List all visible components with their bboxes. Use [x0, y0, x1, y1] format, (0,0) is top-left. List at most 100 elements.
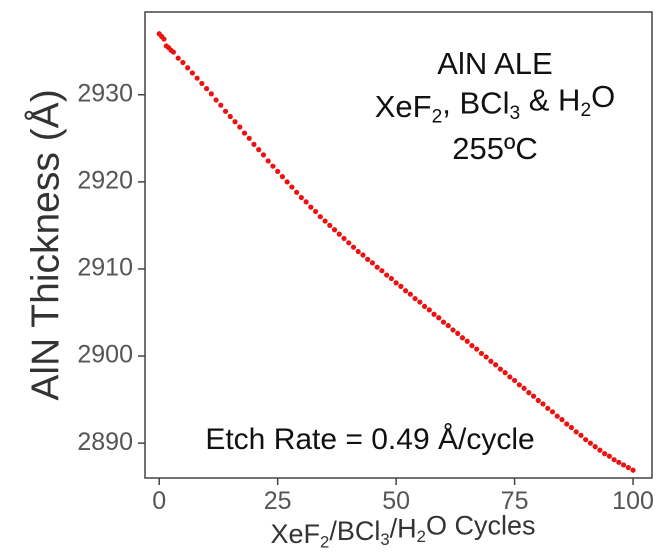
- data-point: [199, 80, 205, 87]
- data-point: [616, 459, 622, 465]
- data-point: [417, 299, 423, 305]
- text-run: , BCl: [442, 86, 509, 121]
- x-tick-label: 25: [264, 487, 292, 515]
- data-point: [488, 358, 494, 364]
- data-point: [194, 75, 200, 81]
- data-point: [474, 346, 480, 352]
- data-point: [312, 208, 319, 215]
- data-point: [303, 199, 309, 205]
- data-point: [483, 354, 489, 360]
- data-point: [507, 374, 513, 380]
- data-point: [497, 366, 503, 372]
- subscript: 3: [509, 103, 520, 124]
- text-run: & H: [520, 82, 580, 117]
- data-point: [175, 55, 181, 61]
- data-point: [379, 268, 385, 274]
- data-point: [331, 227, 338, 233]
- data-point: [568, 424, 575, 431]
- y-tick-label: 2920: [77, 166, 133, 194]
- data-point: [308, 204, 314, 210]
- data-point: [549, 409, 556, 415]
- data-point: [606, 453, 612, 459]
- data-point: [597, 447, 603, 453]
- data-point: [265, 158, 271, 164]
- annotation-chemistry-line: XeF2​, BCl3​ & H2​O: [375, 79, 616, 127]
- data-point: [426, 307, 432, 313]
- data-point: [516, 382, 522, 388]
- data-point: [369, 260, 376, 266]
- text-run: /BCl: [329, 516, 380, 546]
- data-point: [350, 244, 357, 250]
- data-point: [189, 70, 195, 76]
- data-point: [232, 119, 238, 125]
- data-point: [421, 303, 428, 310]
- x-axis-title: XeF2​/BCl3​/H2​O Cycles: [270, 510, 535, 551]
- data-points: [156, 31, 636, 473]
- data-point: [204, 86, 210, 92]
- data-point: [294, 189, 300, 195]
- data-point: [213, 97, 219, 103]
- data-point: [464, 338, 470, 344]
- data-point: [559, 417, 565, 423]
- data-point: [407, 291, 413, 297]
- subscript: 3: [380, 530, 389, 549]
- data-point: [289, 184, 295, 190]
- data-point: [583, 437, 589, 443]
- data-point: [275, 168, 281, 174]
- y-axis-title: AlN Thickness (Å): [23, 89, 67, 400]
- data-point: [398, 283, 404, 289]
- data-point: [478, 350, 485, 357]
- x-tick-label: 0: [152, 487, 166, 515]
- data-point: [360, 252, 366, 258]
- data-point: [317, 214, 323, 220]
- data-point: [611, 457, 617, 463]
- data-point: [322, 218, 328, 224]
- text-run: XeF: [270, 519, 320, 549]
- data-point: [246, 135, 252, 141]
- data-point: [185, 65, 191, 71]
- subscript: 2: [320, 533, 329, 552]
- plot-frame: [144, 11, 653, 479]
- data-point: [602, 451, 608, 457]
- y-tick-label: 2910: [77, 254, 133, 282]
- y-tick-label: 2930: [77, 79, 133, 107]
- data-point: [161, 36, 167, 42]
- data-point: [341, 235, 347, 242]
- data-point: [445, 322, 451, 329]
- data-point: [530, 393, 537, 399]
- data-point: [469, 343, 475, 349]
- y-tick-label: 2900: [77, 341, 133, 369]
- y-tick-label: 2890: [77, 428, 133, 456]
- annotation-temperature-line: 255ºC: [452, 131, 537, 166]
- data-point: [502, 370, 508, 376]
- data-point: [256, 147, 262, 153]
- data-point: [450, 327, 456, 333]
- data-point: [388, 275, 394, 282]
- text-run: XeF: [375, 89, 432, 124]
- text-run: AlN ALE: [437, 46, 552, 81]
- data-point: [327, 222, 333, 228]
- data-point: [521, 385, 527, 391]
- data-point: [431, 311, 437, 317]
- x-tick-label: 50: [382, 487, 410, 515]
- annotation-title-line: AlN ALE: [437, 46, 552, 81]
- data-point: [436, 315, 442, 321]
- text-run: 255ºC: [452, 131, 537, 166]
- data-point: [298, 194, 304, 201]
- data-point: [393, 280, 399, 286]
- etch-rate-annotation: Etch Rate = 0.49 Å/cycle: [205, 423, 534, 456]
- data-point: [365, 256, 371, 262]
- data-point: [218, 102, 224, 108]
- y-axis-ticks: 2890 2900 2910 2920 2930: [77, 79, 145, 456]
- data-point: [222, 108, 229, 114]
- data-point: [564, 421, 570, 427]
- data-point: [554, 413, 560, 419]
- data-point: [251, 141, 257, 147]
- data-point: [384, 272, 390, 278]
- data-point: [170, 49, 177, 55]
- subscript: 2: [580, 100, 591, 121]
- data-point: [237, 124, 243, 130]
- data-point: [279, 174, 286, 180]
